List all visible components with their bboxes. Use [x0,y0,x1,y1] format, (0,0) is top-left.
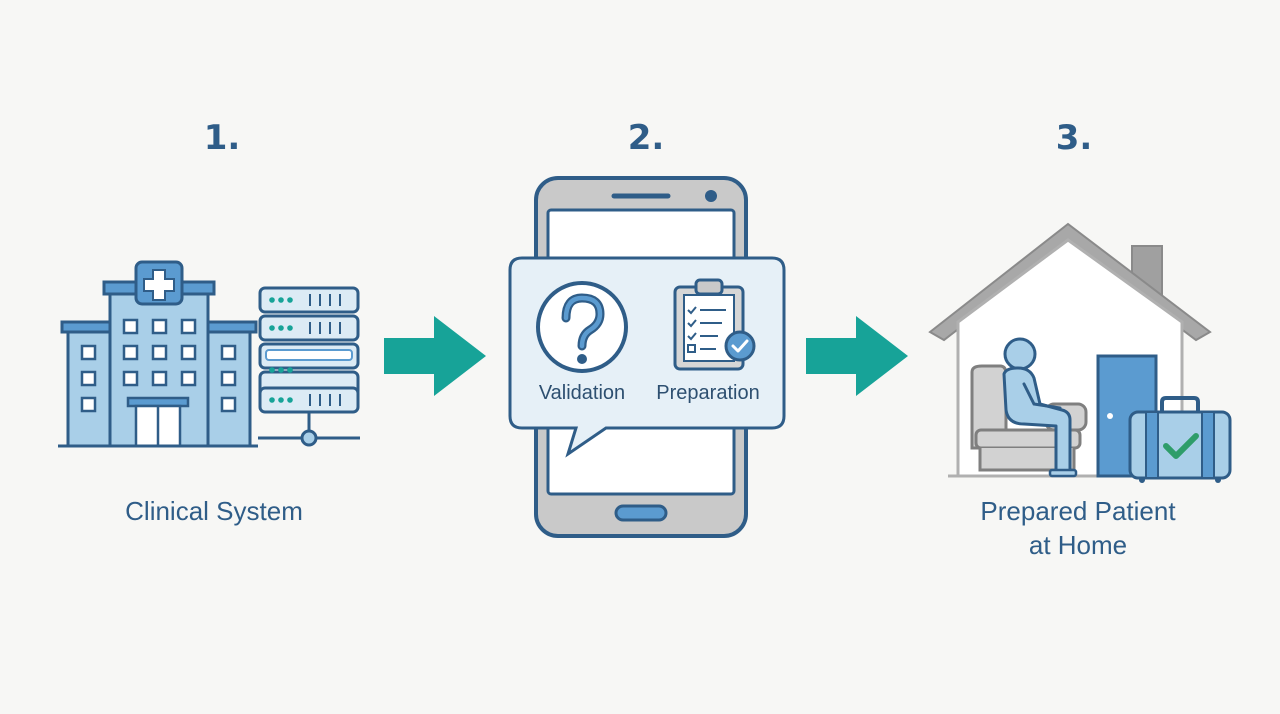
step-3-label-line-2: at Home [1028,530,1128,560]
patient-armchair-icon [970,337,1088,478]
question-icon [536,281,628,373]
step-3-number: 3. [1055,118,1093,158]
arrow-right-icon [384,316,486,396]
step-3-label: Prepared Patient at Home [938,494,1218,562]
suitcase-check-icon [1128,396,1232,483]
clipboard-check-icon [673,278,756,371]
hospital-icon [58,260,258,448]
preparation-label: Preparation [656,382,760,404]
server-icon [258,286,360,447]
step-3-label-line-1: Prepared Patient [980,496,1176,526]
step-2-number: 2. [627,118,665,158]
validation-label: Validation [538,382,626,404]
arrow-right-icon [806,316,908,396]
step-1-label: Clinical System [84,494,344,528]
step-1-number: 1. [203,118,241,158]
step-1-label-line: Clinical System [125,496,303,526]
